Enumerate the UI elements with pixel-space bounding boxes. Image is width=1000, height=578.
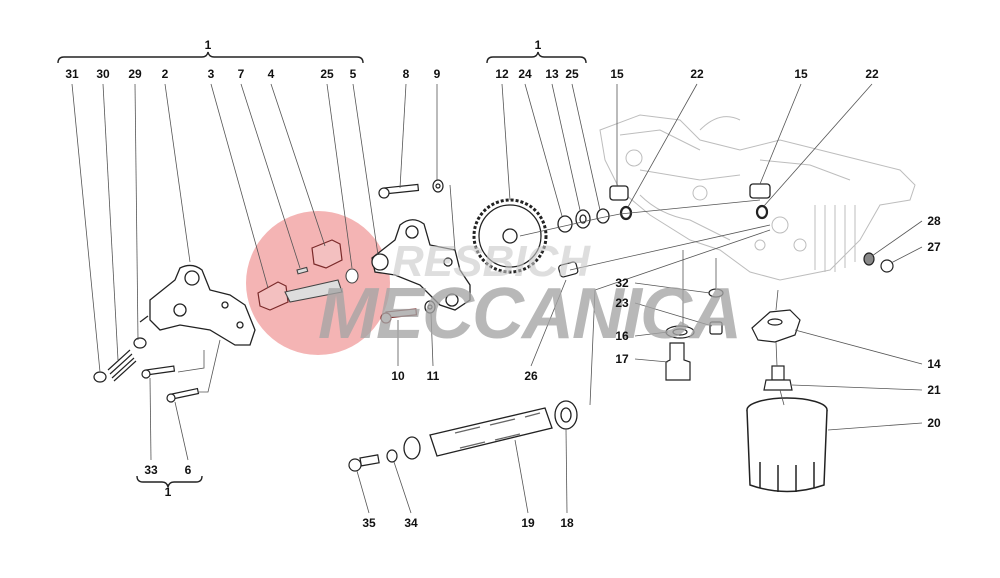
callout-25-a: 25 [320,67,334,81]
baffle-plate-14 [751,309,801,343]
callout-7: 7 [237,67,245,81]
pump-cover [371,219,471,311]
callout-34: 34 [404,516,418,530]
callout-16: 16 [615,329,629,343]
callout-8: 8 [402,67,410,81]
callout-13: 13 [545,67,559,81]
callout-22-a: 22 [690,67,704,81]
group-brace-bottom [136,475,203,488]
callout-29: 29 [128,67,142,81]
group-brace-top-left [57,51,364,64]
callout-23: 23 [615,296,629,310]
oil-filter-20 [746,397,828,493]
callout-31: 31 [65,67,79,81]
dowel-26 [558,261,579,278]
callout-27: 27 [927,240,941,254]
group-label-1-bottom: 1 [164,485,172,499]
watermark-circle [246,211,390,355]
plug-and-washer-27-28 [863,252,894,273]
crankcase-outline [599,114,916,281]
pump-screws [141,365,200,403]
bolt-and-washer-top [378,179,444,199]
callout-22-b: 22 [865,67,879,81]
callout-11: 11 [426,369,440,383]
bolt-10 [380,308,418,324]
strainer-bolt-and-washer [348,449,398,472]
washer-11 [424,300,436,314]
callout-24: 24 [518,67,532,81]
group-brace-top-middle [486,51,587,64]
callout-25-b: 25 [565,67,579,81]
callout-4: 4 [267,67,275,81]
callout-14: 14 [927,357,941,371]
callout-26: 26 [524,369,538,383]
drive-gear-12 [472,198,548,274]
callout-20: 20 [927,416,941,430]
callout-15-b: 15 [794,67,808,81]
callout-35: 35 [362,516,376,530]
callout-17: 17 [615,352,629,366]
callout-19: 19 [521,516,535,530]
callout-6: 6 [184,463,192,477]
callout-12: 12 [495,67,509,81]
callout-5: 5 [349,67,357,81]
filter-nipple-21 [763,365,793,391]
group-label-1-top-left: 1 [204,38,212,52]
callout-21: 21 [927,383,941,397]
callout-2: 2 [161,67,169,81]
relief-valve-parts [93,337,147,383]
callout-32: 32 [615,276,629,290]
leader-lines [71,83,923,514]
callout-28: 28 [927,214,941,228]
group-label-1-top-middle: 1 [534,38,542,52]
callout-3: 3 [207,67,215,81]
watermark-text-line1: RESBICH [392,237,591,286]
gear-shims [557,208,610,233]
callout-30: 30 [96,67,110,81]
pump-gears [257,239,343,311]
oil-strainer-19 [403,400,578,460]
callout-33: 33 [144,463,158,477]
callout-15-a: 15 [610,67,624,81]
drain-plug-parts [665,288,724,381]
pump-shaft [284,266,359,303]
watermark-text-line2: MECCANICA [318,274,742,354]
bushing-and-oring-right [749,183,771,220]
callout-9: 9 [433,67,441,81]
callout-10: 10 [391,369,405,383]
callout-18: 18 [560,516,574,530]
oil-pump-body [139,264,256,346]
